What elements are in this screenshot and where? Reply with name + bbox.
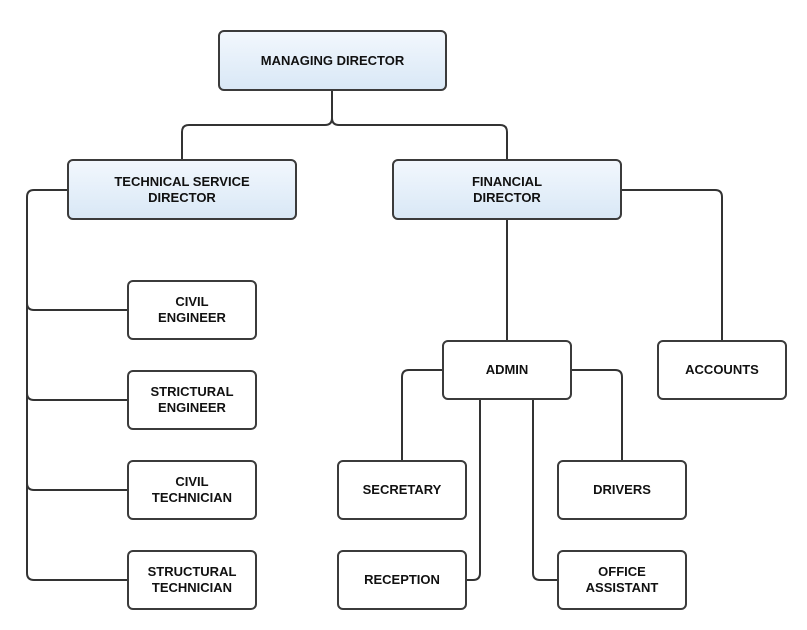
node-label: FINANCIAL bbox=[471, 173, 543, 189]
node-label: OFFICE bbox=[598, 564, 646, 579]
civil-technician-box[interactable]: CIVIL TECHNICIAN bbox=[127, 460, 257, 520]
node-label: STRUCTURAL bbox=[147, 564, 237, 579]
node-label: RECEPTION bbox=[364, 572, 440, 587]
reception-box[interactable]: RECEPTION bbox=[337, 550, 467, 610]
civil-engineer-box[interactable]: CIVIL ENGINEER bbox=[127, 280, 257, 340]
technical-service-director-box[interactable]: TECHNICAL SERVICE DIRECTOR bbox=[67, 159, 297, 220]
structural-technician-box[interactable]: STRUCTURAL TECHNICIAN bbox=[127, 550, 257, 610]
node-label: DIRECTOR bbox=[473, 189, 541, 205]
node-label: ENGINEER bbox=[158, 400, 226, 415]
node-label: SECRETARY bbox=[362, 482, 442, 497]
node-label: TECHNICIAN bbox=[151, 580, 233, 595]
connector-tsd-to-strictural-engineer bbox=[26, 392, 128, 401]
node-label: DRIVERS bbox=[593, 482, 651, 497]
connector-tsd-to-civil-engineer bbox=[26, 302, 128, 311]
financial-director-box[interactable]: FINANCIAL DIRECTOR bbox=[392, 159, 622, 220]
node-label: DIRECTOR bbox=[148, 189, 216, 205]
node-label: CIVIL bbox=[175, 294, 209, 309]
managing-director-box[interactable]: MANAGING DIRECTOR bbox=[218, 30, 447, 91]
node-label: ASSISTANT bbox=[585, 580, 659, 595]
admin-box[interactable]: ADMIN bbox=[442, 340, 572, 400]
connector-admin-to-secretary bbox=[401, 369, 442, 461]
strictural-engineer-box[interactable]: STRICTURAL ENGINEER bbox=[127, 370, 257, 430]
node-label: STRICTURAL bbox=[150, 384, 234, 399]
node-label: MANAGING DIRECTOR bbox=[260, 52, 405, 68]
connector-tsd-to-civil-technician bbox=[26, 482, 128, 491]
connector-fd-to-accounts bbox=[622, 189, 723, 341]
secretary-box[interactable]: SECRETARY bbox=[337, 460, 467, 520]
connector-md-to-tsd bbox=[181, 91, 333, 160]
office-assistant-box[interactable]: OFFICE ASSISTANT bbox=[557, 550, 687, 610]
connector-admin-to-drivers bbox=[571, 369, 623, 461]
node-label: TECHNICIAN bbox=[151, 490, 233, 505]
connector-admin-to-office-assistant bbox=[532, 400, 557, 581]
node-label: TECHNICAL SERVICE bbox=[114, 173, 250, 189]
accounts-box[interactable]: ACCOUNTS bbox=[657, 340, 787, 400]
node-label: ADMIN bbox=[485, 362, 529, 377]
connector-admin-to-reception bbox=[466, 400, 481, 581]
connector-md-to-fd bbox=[331, 91, 508, 160]
drivers-box[interactable]: DRIVERS bbox=[557, 460, 687, 520]
connector-tsd-trunk bbox=[26, 189, 128, 581]
node-label: ENGINEER bbox=[158, 310, 226, 325]
node-label: CIVIL bbox=[175, 474, 209, 489]
node-label: ACCOUNTS bbox=[685, 362, 759, 377]
